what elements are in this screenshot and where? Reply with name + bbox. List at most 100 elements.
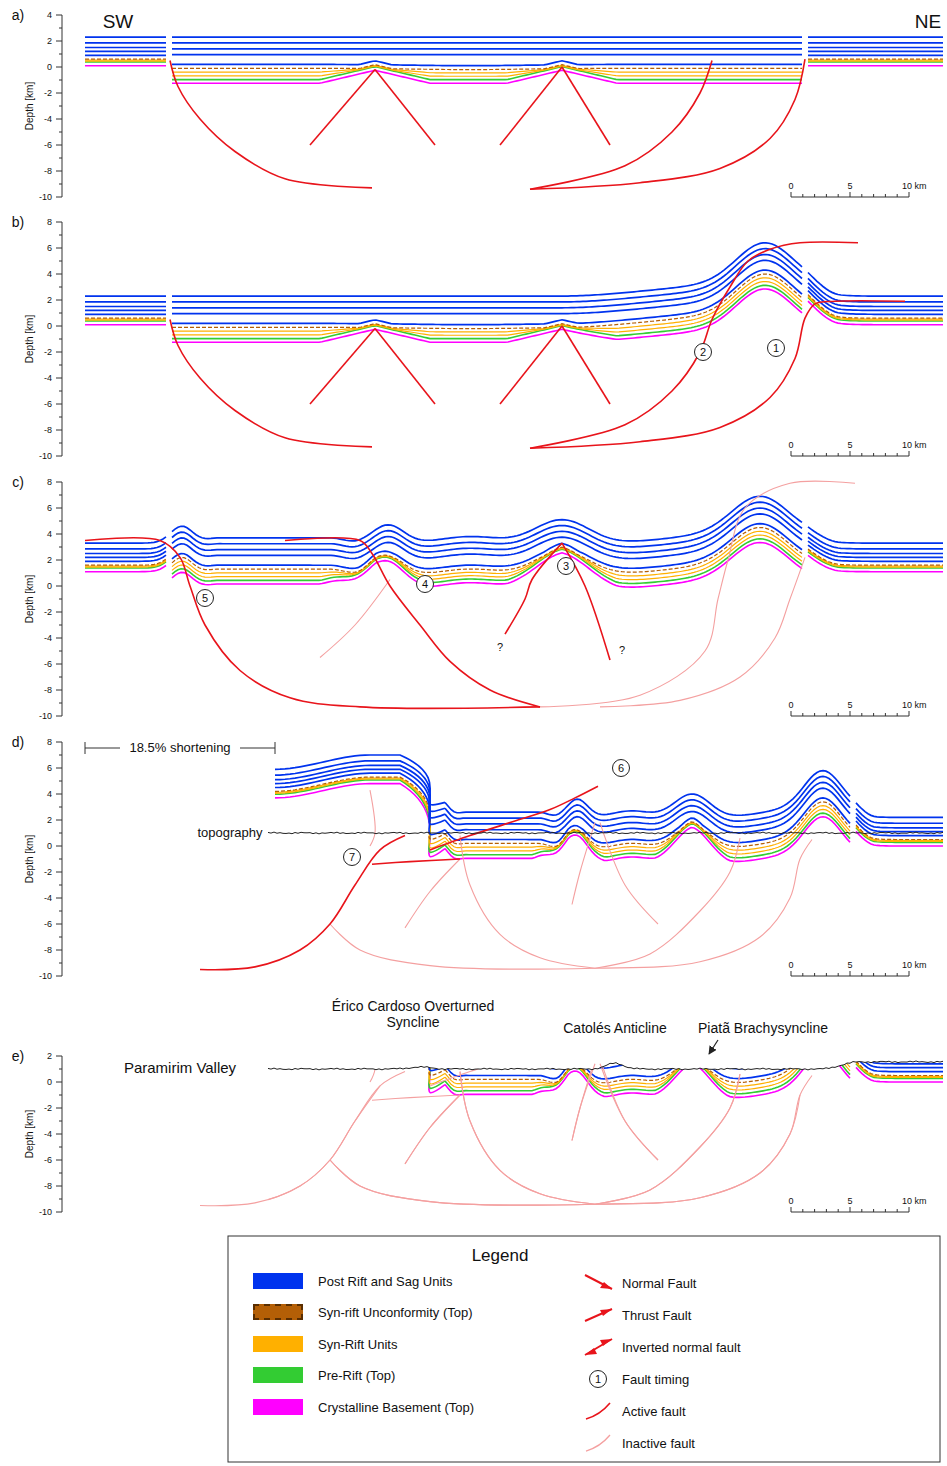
direction-label: SW <box>103 11 134 33</box>
axis-tick-mark <box>59 495 62 496</box>
inactive-fault <box>405 1095 460 1164</box>
inactive-fault <box>600 557 805 707</box>
scale-tick <box>850 971 851 976</box>
uncertainty-mark: ? <box>497 641 503 654</box>
scale-label: 10 km <box>902 181 927 191</box>
panel-a-section <box>85 37 943 189</box>
axis-tick: 6 <box>47 763 52 773</box>
legend-text: Thrust Fault <box>622 1308 691 1323</box>
post-rift-line <box>445 771 943 818</box>
axis-tick-mark <box>56 924 62 925</box>
axis-tick: -2 <box>44 867 52 877</box>
scale-tick <box>791 971 792 976</box>
axis-tick: -10 <box>39 711 52 721</box>
scale-tick <box>838 1209 839 1212</box>
axis-tick-mark <box>59 911 62 912</box>
half-arrowhead <box>585 1348 597 1355</box>
axis-tick-mark <box>56 482 62 483</box>
scale-tick <box>814 973 815 976</box>
post-rift-line <box>85 496 943 543</box>
axis-tick-mark <box>56 119 62 120</box>
axis-tick-mark <box>56 534 62 535</box>
panel-e-faults <box>200 1064 800 1206</box>
post-rift-line <box>445 1034 943 1079</box>
scale-tick <box>802 1209 803 1212</box>
normal-fault-symbol <box>585 1275 612 1289</box>
axis-tick-mark <box>56 15 62 16</box>
callout-circle <box>417 576 434 593</box>
scale-bar <box>791 1207 909 1212</box>
active-fault <box>530 301 905 448</box>
axis-tick-mark <box>59 106 62 107</box>
inactive-fault <box>370 1026 375 1082</box>
post-rift-line <box>85 36 943 38</box>
axis-tick-mark <box>56 1082 62 1083</box>
depth-axis <box>56 742 62 976</box>
axis-tick-mark <box>59 417 62 418</box>
panel-b-section <box>85 242 943 448</box>
scale-label: 5 <box>847 700 852 710</box>
active-fault <box>170 61 372 188</box>
scale-tick <box>826 453 827 456</box>
active-fault <box>530 242 858 448</box>
active-fault <box>200 836 405 970</box>
inactive-fault <box>330 1095 800 1205</box>
inactive-fault <box>405 1095 460 1164</box>
axis-tick-mark <box>56 222 62 223</box>
topography-line <box>268 1061 943 1070</box>
axis-tick: -4 <box>44 1129 52 1139</box>
axis-tick-mark <box>59 391 62 392</box>
axis-tick-mark <box>59 677 62 678</box>
legend-text: Pre-Rift (Top) <box>318 1368 395 1383</box>
scale-tick <box>897 713 898 716</box>
axis-title: Depth [km] <box>24 1110 36 1158</box>
scale-tick <box>814 1209 815 1212</box>
half-arrowhead <box>600 1309 612 1316</box>
half-arrowhead <box>600 1339 612 1346</box>
scale-label: 10 km <box>902 960 927 970</box>
axis-tick-mark <box>59 1147 62 1148</box>
axis-tick: -8 <box>44 425 52 435</box>
scale-tick <box>826 973 827 976</box>
scale-tick <box>873 194 874 197</box>
post-rift-line <box>445 1007 943 1054</box>
uncertainty-mark: ? <box>619 644 625 657</box>
axis-tick-mark <box>56 326 62 327</box>
axis-tick: 2 <box>47 555 52 565</box>
axis-tick-mark <box>59 547 62 548</box>
post-rift-line <box>275 761 445 812</box>
axis-tick-mark <box>59 443 62 444</box>
axis-tick-mark <box>59 885 62 886</box>
axis-tick-mark <box>59 781 62 782</box>
axis-tick-mark <box>56 560 62 561</box>
scale-label: 10 km <box>902 1196 927 1206</box>
axis-tick: -10 <box>39 971 52 981</box>
axis-tick: 0 <box>47 62 52 72</box>
scale-tick <box>850 451 851 456</box>
axis-tick-mark <box>59 573 62 574</box>
basement-top <box>275 1020 445 1093</box>
axis-tick-mark <box>56 976 62 977</box>
legend-text: Post Rift and Sag Units <box>318 1274 452 1289</box>
half-arrowhead <box>600 1282 612 1289</box>
legend-text: Inactive fault <box>622 1436 695 1451</box>
active-fault <box>310 329 375 404</box>
axis-title: Depth [km] <box>24 82 36 130</box>
axis-tick-mark <box>56 93 62 94</box>
axis-tick: 2 <box>47 36 52 46</box>
legend-title: Legend <box>472 1246 529 1266</box>
axis-tick: -4 <box>44 633 52 643</box>
active-fault <box>310 70 375 145</box>
axis-tick-mark <box>56 378 62 379</box>
axis-tick: -8 <box>44 166 52 176</box>
axis-tick: -6 <box>44 659 52 669</box>
axis-tick: 2 <box>47 815 52 825</box>
scale-label: 5 <box>847 1196 852 1206</box>
scale-tick <box>885 453 886 456</box>
axis-tick: -6 <box>44 1155 52 1165</box>
axis-tick-mark <box>59 80 62 81</box>
scale-label: 0 <box>788 700 793 710</box>
post-rift-line <box>445 776 943 823</box>
inactive-fault <box>595 1074 740 1204</box>
topography-line <box>268 832 943 834</box>
